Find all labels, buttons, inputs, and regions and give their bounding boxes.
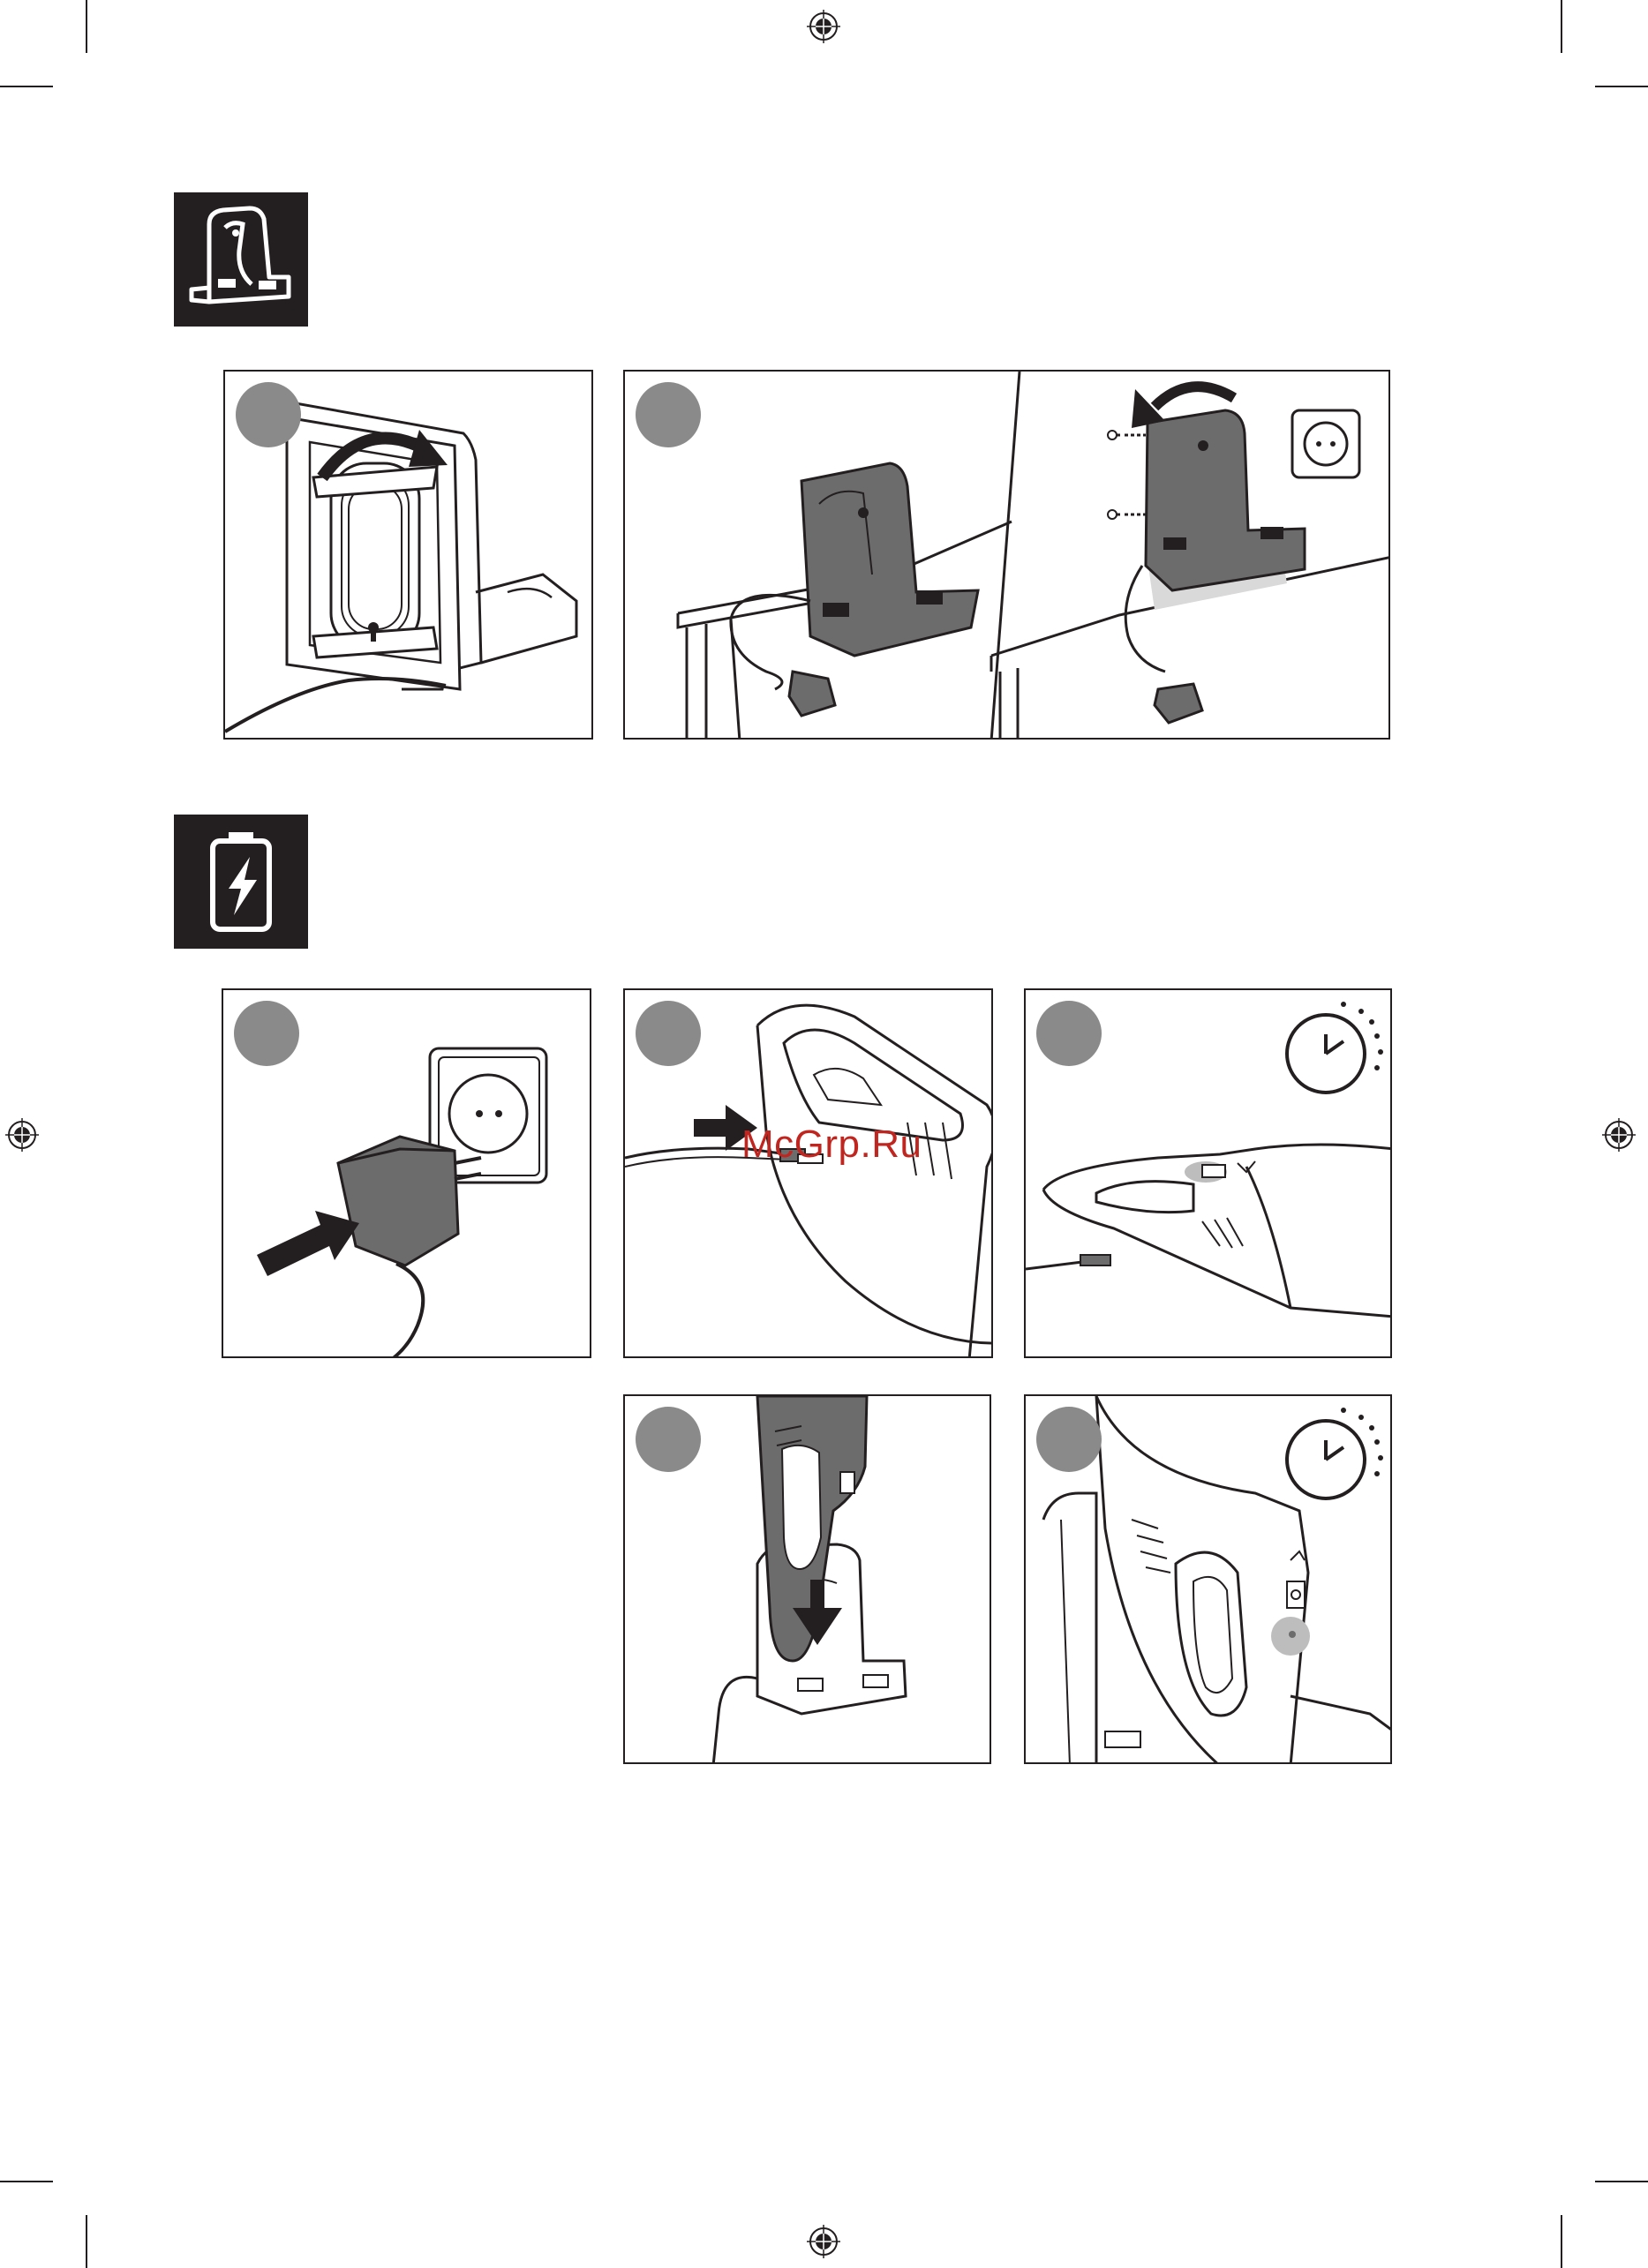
- battery-charging-icon: [174, 815, 308, 949]
- watermark-text: McGrp.Ru: [741, 1123, 922, 1167]
- crop-mark-top-right-v: [1561, 0, 1562, 53]
- step-number-circle: [636, 1001, 701, 1066]
- crop-mark-bottom-left-v: [86, 2215, 87, 2268]
- crop-mark-top-right-h: [1595, 86, 1648, 87]
- step-panel-charge-in-base: [1024, 1394, 1392, 1764]
- charging-base-icon: [174, 192, 308, 327]
- registration-mark-right: [1602, 1118, 1636, 1152]
- crop-mark-top-left-h: [0, 86, 53, 87]
- step-number-circle: [1036, 1001, 1102, 1066]
- step-number-circle: [636, 382, 701, 447]
- step-panel-place-base: [623, 370, 1390, 740]
- crop-mark-bottom-left-h: [0, 2181, 53, 2182]
- step-number-circle: [234, 1001, 299, 1066]
- crop-mark-bottom-right-h: [1595, 2181, 1648, 2182]
- step-number-circle: [236, 382, 301, 447]
- registration-mark-top: [807, 10, 840, 43]
- step-number-circle: [636, 1407, 701, 1472]
- step-panel-charge-lying: [1024, 988, 1392, 1358]
- step-number-circle: [1036, 1407, 1102, 1472]
- step-panel-place-in-base: [623, 1394, 991, 1764]
- registration-mark-bottom: [807, 2225, 840, 2258]
- step-panel-plug-adapter: [222, 988, 591, 1358]
- step-panel-insert-plug: McGrp.Ru: [623, 988, 993, 1358]
- crop-mark-bottom-right-v: [1561, 2215, 1562, 2268]
- step-panel-wrap-cord: [223, 370, 593, 740]
- registration-mark-left: [5, 1118, 39, 1152]
- crop-mark-top-left-v: [86, 0, 87, 53]
